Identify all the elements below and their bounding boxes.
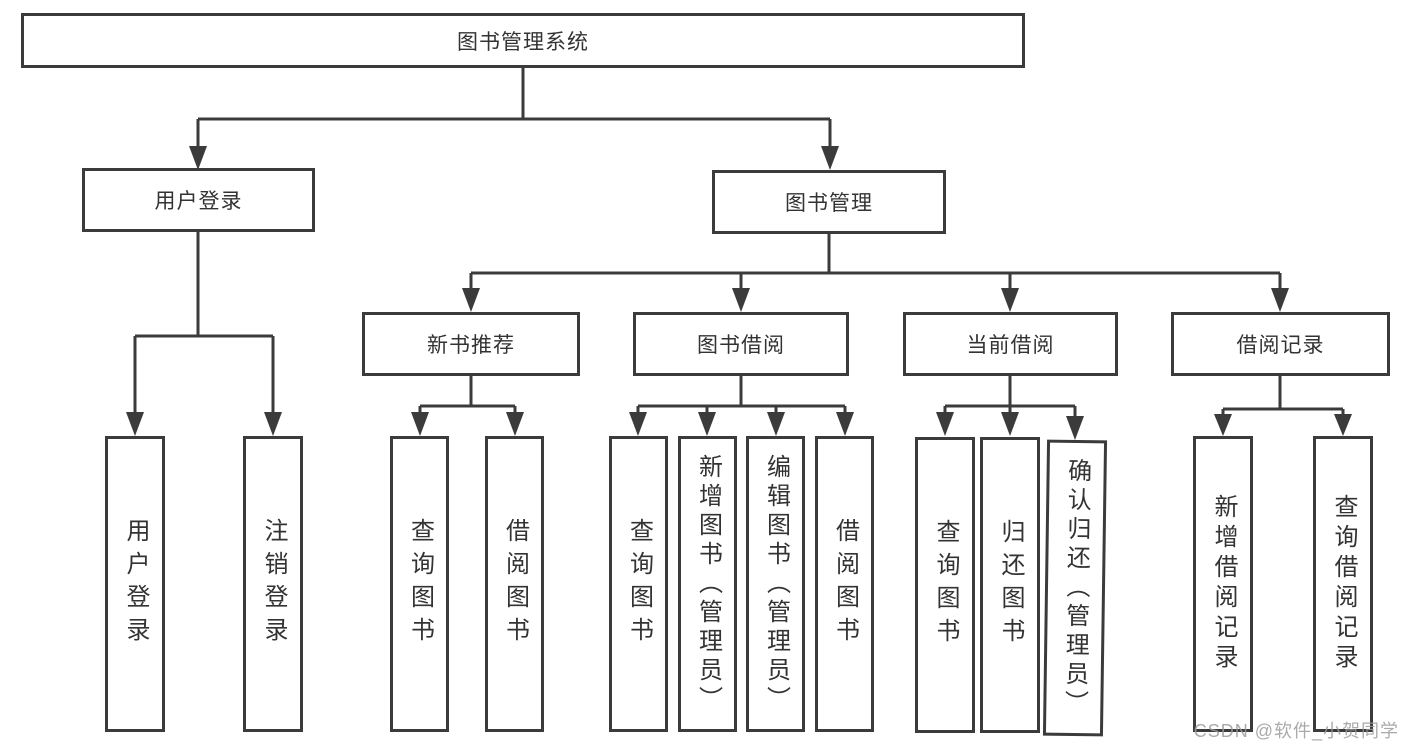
node-book-management: 图书管理 — [712, 170, 946, 234]
leaf-query-books-3: 查询图书 — [915, 437, 975, 733]
node-new-book-recommend: 新书推荐 — [362, 312, 580, 376]
leaf-return-books: 归还图书 — [980, 437, 1040, 733]
leaf-query-borrow-record: 查询借阅记录 — [1313, 436, 1373, 732]
leaf-logout-login: 注销登录 — [243, 436, 303, 732]
leaf-query-books-2: 查询图书 — [609, 436, 668, 732]
leaf-edit-book-admin: 编辑图书（管理员） — [746, 436, 805, 732]
leaf-query-books-1: 查询图书 — [390, 436, 449, 732]
leaf-borrow-books-1: 借阅图书 — [485, 436, 544, 732]
csdn-watermark: CSDN @软件_小贺同学 — [1193, 721, 1399, 741]
leaf-add-book-admin: 新增图书（管理员） — [678, 436, 737, 732]
leaf-confirm-return-admin: 确认归还（管理员） — [1042, 439, 1108, 737]
leaf-user-login: 用户登录 — [105, 436, 165, 732]
leaf-add-borrow-record: 新增借阅记录 — [1193, 436, 1253, 732]
node-borrowing-records: 借阅记录 — [1171, 312, 1390, 376]
node-book-borrowing: 图书借阅 — [633, 312, 849, 376]
node-current-borrowing: 当前借阅 — [903, 312, 1118, 376]
node-user-login: 用户登录 — [82, 168, 315, 232]
leaf-borrow-books-2: 借阅图书 — [815, 436, 874, 732]
node-root: 图书管理系统 — [21, 13, 1025, 68]
